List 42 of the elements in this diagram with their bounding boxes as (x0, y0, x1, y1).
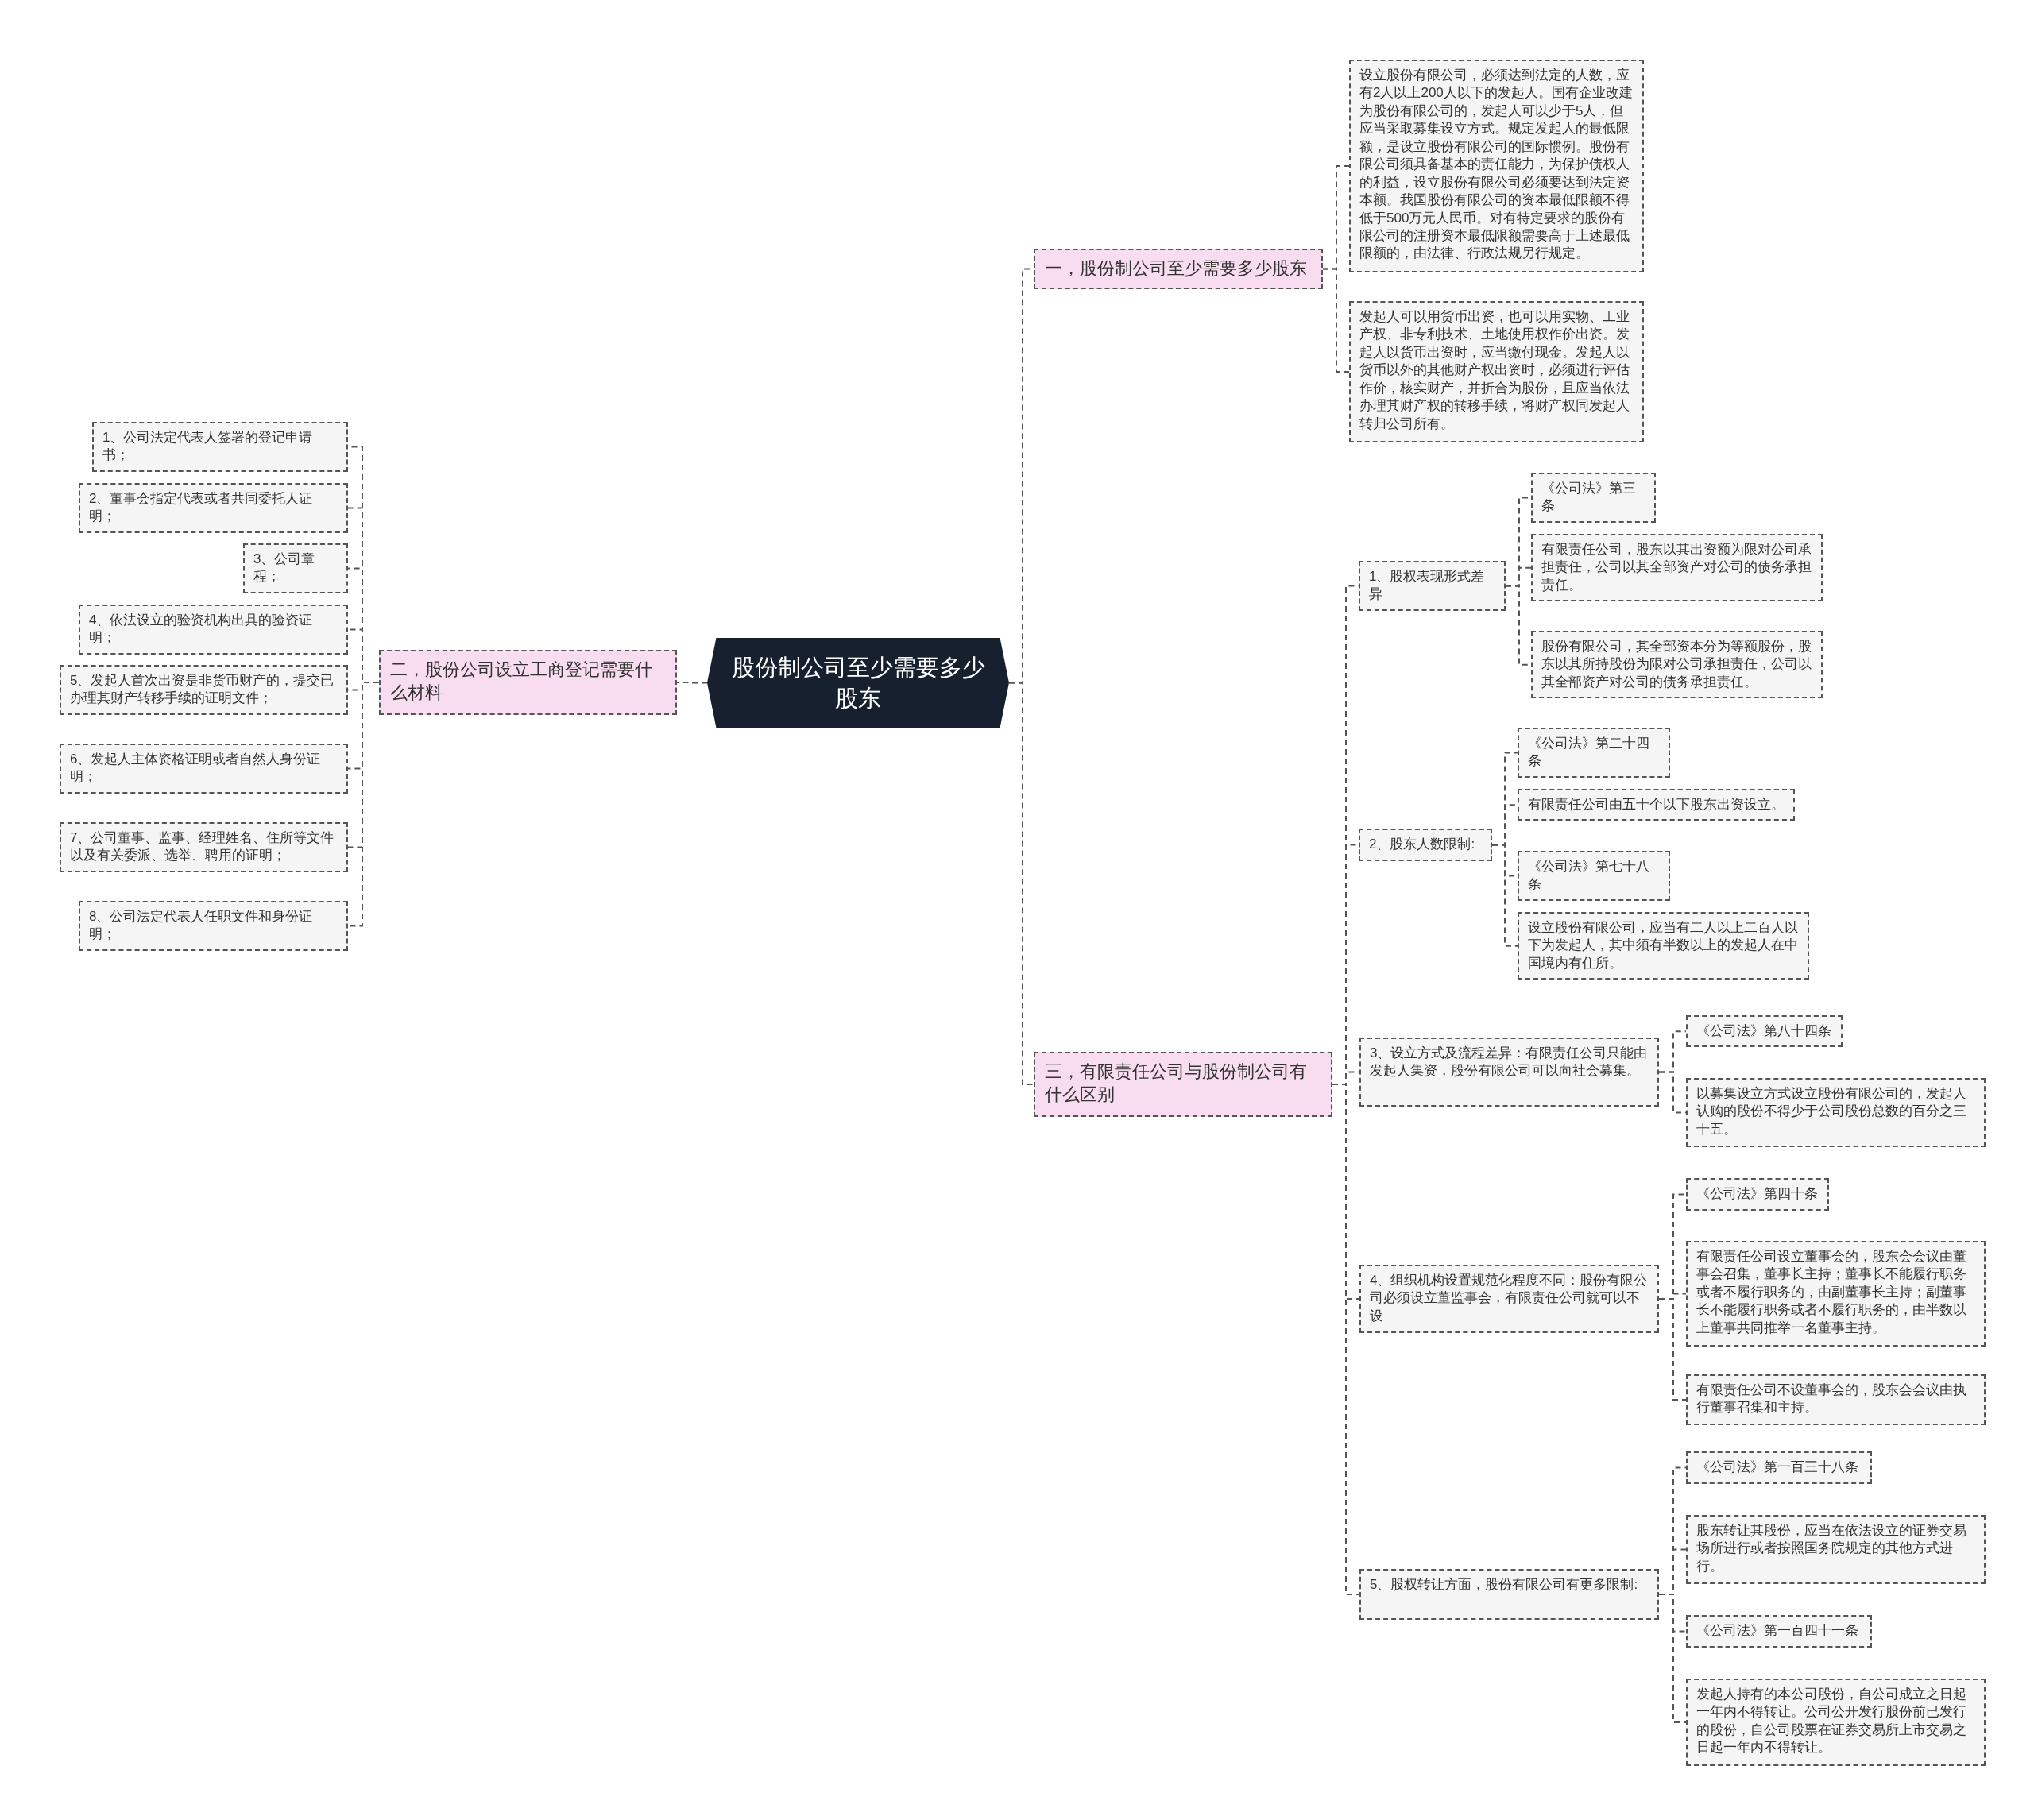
connector-line (347, 682, 380, 927)
subtopic-box: 发起人可以用货币出资，也可以用实物、工业产权、非专利技术、土地使用权作价出资。发起人以货币出资时，应当缴付现金。发起人以货币以外的其他财产权出资时，必须进行评估作价，核实财产，并折合为股份，且应当依法办理其财产权的转移手续，将财产权同发起人转归公司所有。 (1349, 301, 1644, 442)
subtopic-box: 8、公司法定代表人任职文件和身份证明； (79, 901, 348, 951)
subtopic-box: 股份有限公司，其全部资本分为等额股份，股东以其所持股份为限对公司承担责任，公司以其全部资产对公司的债务承担责任。 (1531, 631, 1823, 699)
connector-line (676, 682, 708, 684)
branch-topic: 一，股份制公司至少需要多少股东 (1034, 249, 1323, 289)
connector-line (1322, 268, 1350, 373)
subtopic-box: 有限责任公司由五十个以下股东出资设立。 (1518, 789, 1795, 821)
branch-topic: 二，股份公司设立工商登记需要什么材料 (379, 650, 677, 715)
subtopic-box: 1、公司法定代表人签署的登记申请书； (92, 422, 348, 472)
subtopic-box: 以募集设立方式设立股份有限公司的，发起人认购的股份不得少于公司股份总数的百分之三十五。 (1686, 1078, 1986, 1147)
subtopic-box: 3、设立方式及流程差异：有限责任公司只能由发起人集资，股份有限公司可以向社会募集。 (1359, 1038, 1659, 1107)
subtopic-box: 设立股份有限公司，应当有二人以上二百人以下为发起人，其中须有半数以上的发起人在中国境内有住所。 (1518, 912, 1809, 980)
subtopic-box: 《公司法》第一百四十一条 (1686, 1615, 1872, 1648)
subtopic-box: 有限责任公司，股东以其出资额为限对公司承担责任，公司以其全部资产对公司的债务承担责任。 (1531, 534, 1823, 602)
subtopic-box: 3、公司章程； (243, 543, 348, 593)
subtopic-box: 《公司法》第七十八条 (1518, 851, 1670, 901)
subtopic-box: 5、股权转让方面，股份有限公司有更多限制: (1359, 1569, 1659, 1620)
connector-line (1658, 1298, 1687, 1401)
subtopic-box: 《公司法》第四十条 (1686, 1178, 1829, 1211)
subtopic-box: 有限责任公司设立董事会的，股东会会议由董事会召集，董事长主持；董事长不能履行职务或者不履行职务的，由副董事长主持；副董事长不能履行职务或者不履行职务的，由半数以上董事共同推举一名董事主持。 (1686, 1241, 1986, 1347)
subtopic-box: 有限责任公司不设董事会的，股东会会议由执行董事召集和主持。 (1686, 1374, 1986, 1425)
subtopic-box: 4、组织机构设置规范化程度不同：股份有限公司必须设立董监事会，有限责任公司就可以不设 (1359, 1265, 1659, 1333)
connector-line (1491, 844, 1518, 947)
subtopic-box: 《公司法》第一百三十八条 (1686, 1451, 1872, 1484)
subtopic-box: 5、发起人首次出资是非货币财产的，提交已办理其财产转移手续的证明文件； (60, 665, 348, 715)
subtopic-box: 设立股份有限公司，必须达到法定的人数，应有2人以上200人以下的发起人。国有企业改建为股份有限公司的，发起人可以少于5人，但应当采取募集设立方式。规定发起人的最低限额，是设立股份有限公司的国际惯例。股份有限公司须具备基本的责任能力，为保护债权人的利益，设立股份有限公司必须要达到法定资本额。我国股份有限公司的资本最低限额不得低于500万元人民币。对有特定要求的股份有限公司的注册资本最低限额需要高于上述最低限额的，由法律、行政法规另行规定。 (1349, 60, 1644, 272)
central-topic: 股份制公司至少需要多少股东 (707, 638, 1009, 728)
subtopic-box: 《公司法》第三条 (1531, 473, 1656, 523)
subtopic-box: 2、股东人数限制: (1359, 829, 1492, 861)
subtopic-box: 股东转让其股份，应当在依法设立的证券交易场所进行或者按照国务院规定的其他方式进行。 (1686, 1515, 1986, 1584)
connector-line (1658, 1594, 1687, 1723)
subtopic-box: 《公司法》第八十四条 (1686, 1015, 1843, 1048)
subtopic-box: 4、依法设立的验资机构出具的验资证明； (79, 605, 348, 655)
connector-line (1008, 682, 1034, 1085)
subtopic-box: 6、发起人主体资格证明或者自然人身份证明； (60, 744, 348, 794)
branch-topic: 三，有限责任公司与股份制公司有什么区别 (1034, 1052, 1332, 1117)
subtopic-box: 《公司法》第二十四条 (1518, 728, 1670, 778)
subtopic-box: 1、股权表现形式差异 (1359, 561, 1506, 611)
subtopic-box: 2、董事会指定代表或者共同委托人证明； (79, 483, 348, 533)
subtopic-box: 7、公司董事、监事、经理姓名、住所等文件以及有关委派、选举、聘用的证明； (60, 822, 348, 872)
subtopic-box: 发起人持有的本公司股份，自公司成立之日起一年内不得转让。公司公开发行股份前已发行的股份，自公司股票在证券交易所上市交易之日起一年内不得转让。 (1686, 1679, 1986, 1766)
